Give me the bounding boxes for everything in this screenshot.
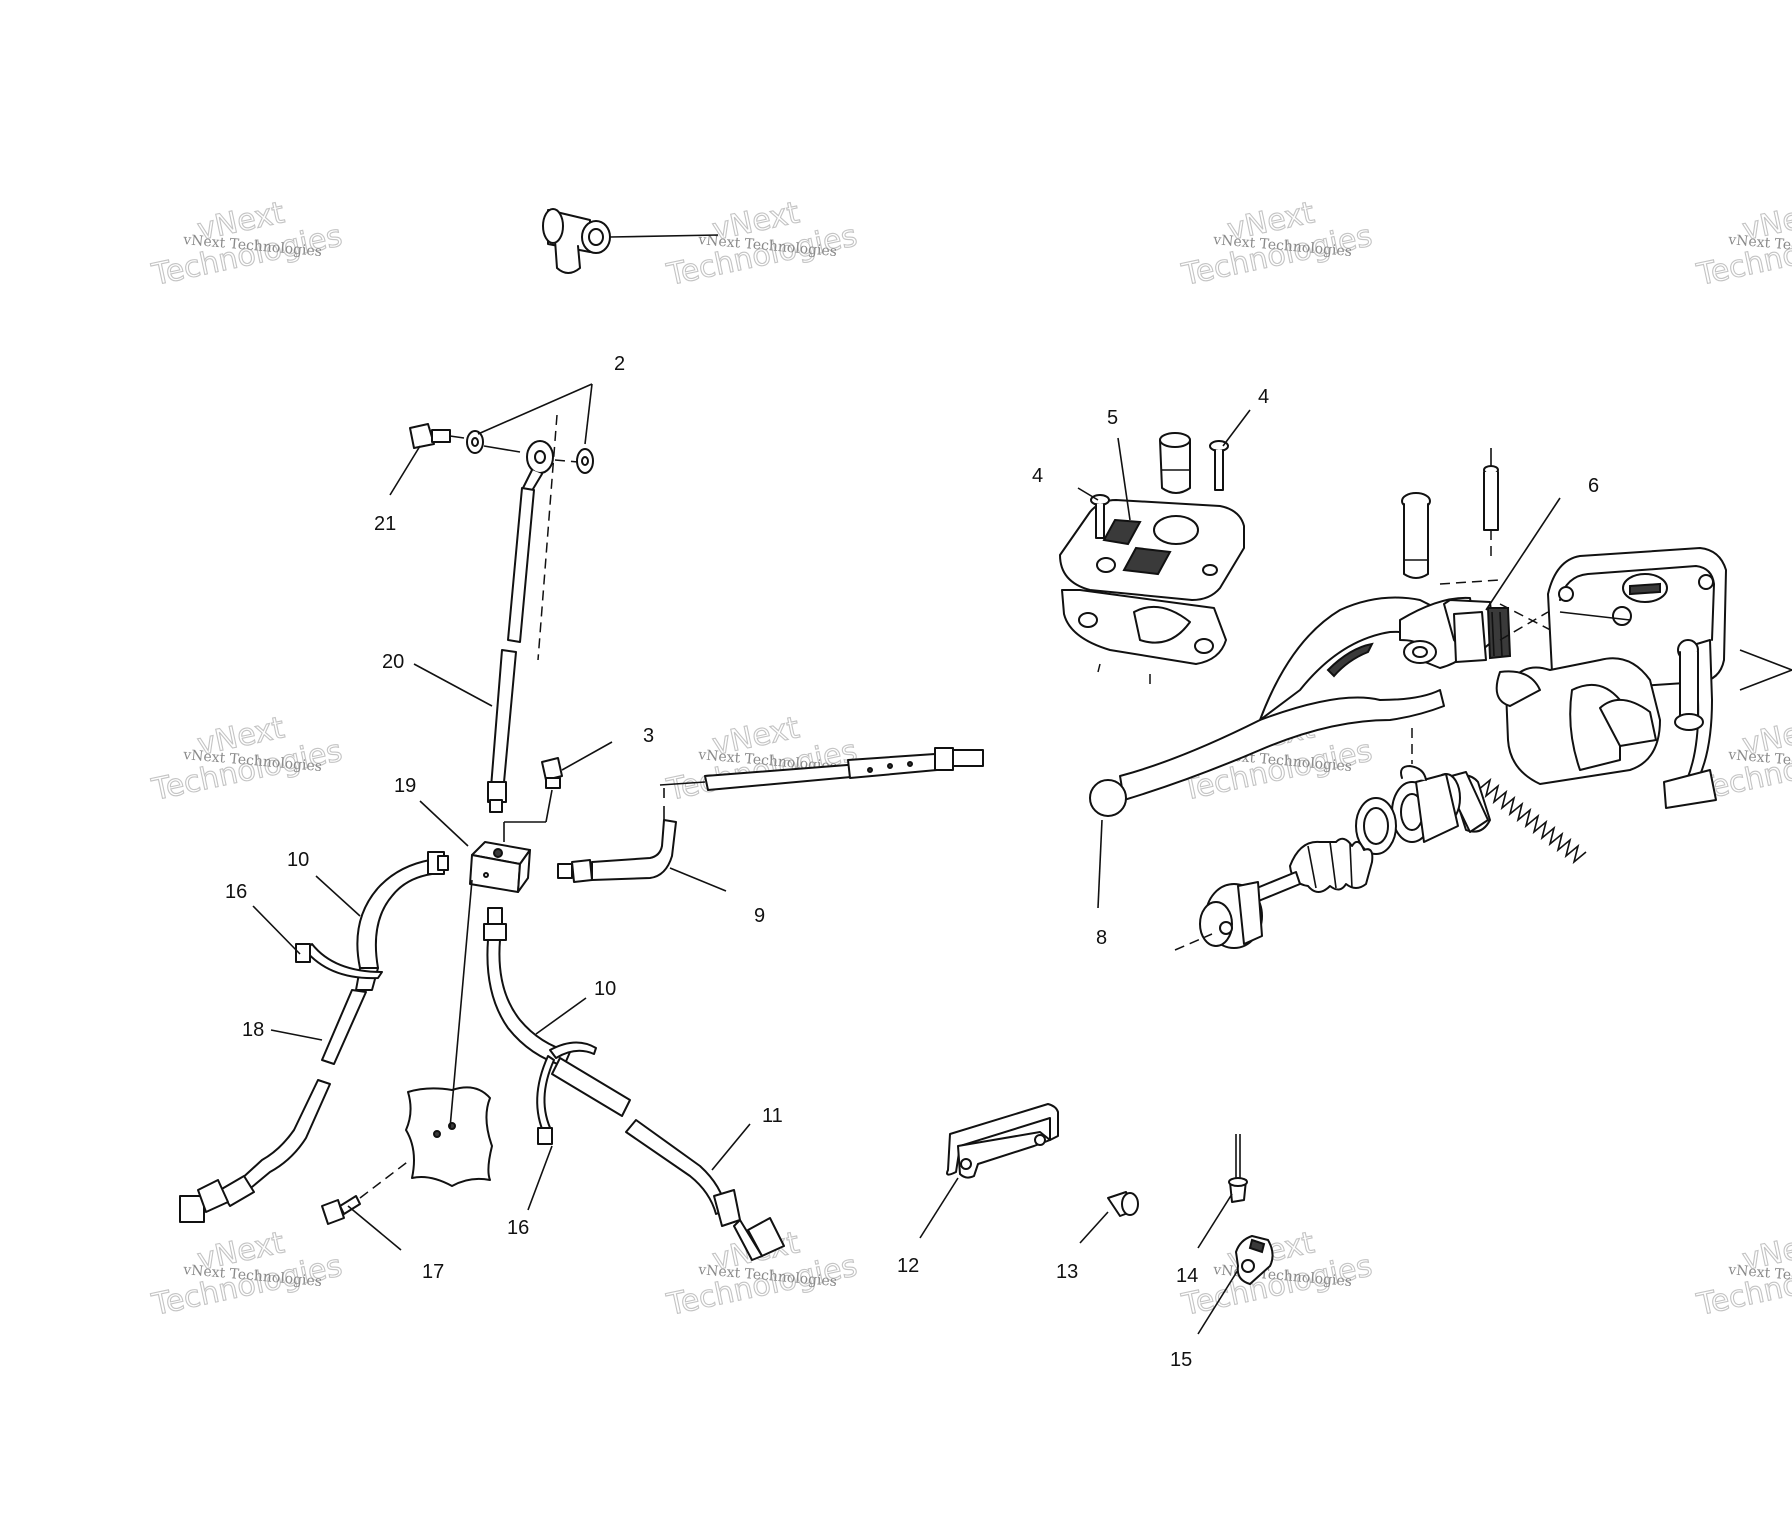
callout-11: 11 [762,1105,783,1127]
callout-18: 18 [242,1019,264,1041]
banjo-fitting [483,440,579,495]
brake-hose-right [557,788,677,883]
crush-washer-upper [466,430,484,454]
callout-21: 21 [374,513,396,535]
brake-hose-left-lower [179,989,367,1223]
master-cylinder-body [1495,547,1792,809]
brake-hose-vertical [487,487,535,813]
rivet [1228,1134,1248,1203]
callout-4-right: 4 [1258,386,1269,408]
pushrod-end [1174,881,1263,951]
cover-screw-right [1209,440,1229,491]
leader-lines [252,383,1561,1335]
mounting-bolt [321,1159,411,1225]
switch-pin [1483,448,1499,560]
watermark-bottom-right: Technologies vNext vNext Technologies [1178,1225,1376,1324]
callout-13: 13 [1056,1261,1078,1283]
pushrod-boot [1251,837,1374,903]
watermark-top-right: Technologies vNext vNext Technologies [1178,195,1376,294]
callout-10-left: 10 [287,849,309,871]
watermark-mid-left: Technologies vNext vNext Technologies [148,710,346,809]
callout-4-left: 4 [1032,465,1043,487]
callout-20: 20 [382,651,404,673]
bleeder-valve [541,757,563,789]
watermark-top-center: Technologies vNext vNext Technologies [663,195,861,294]
callout-10-center: 10 [594,978,616,1000]
brake-hose-center-upper [483,907,571,1067]
callout-16-center: 16 [507,1217,529,1239]
bracket-screw [1107,1191,1139,1217]
callout-14: 14 [1176,1265,1198,1287]
banjo-bolt [409,423,465,449]
cover-screw-left [1090,494,1110,539]
lever-pivot-pin [1401,492,1431,579]
callout-3: 3 [643,725,654,747]
callout-labels: 2 3 4 4 5 6 8 9 10 10 11 12 13 14 15 16 … [225,353,1599,1371]
callout-6: 6 [1588,475,1599,497]
mounting-plate [405,879,493,1187]
circlip [1400,728,1427,781]
brake-hose-center-lower [551,1057,785,1261]
callout-5: 5 [1107,407,1118,429]
hose-clamp-center [536,1041,597,1145]
watermark-bottom-edge: Technologies vNext vNext Technologies [1693,1225,1792,1324]
reservoir-cover [1059,499,1245,684]
watermark-top-left: Technologies vNext vNext Technologies [148,195,346,294]
callout-12: 12 [897,1255,919,1277]
watermark-top-edge: Technologies vNext vNext Technologies [1693,195,1792,294]
callout-9: 9 [754,905,765,927]
brake-line-cable [659,747,984,791]
watermark-bottom-left: Technologies vNext vNext Technologies [148,1225,346,1324]
crush-washer-lower [576,448,594,474]
cable-clip [1235,1235,1274,1285]
callout-19: 19 [394,775,416,797]
hose-clamp-left [295,943,383,980]
reservoir-plug [1159,432,1191,494]
elbow-fitting [542,208,719,274]
brake-hose-left-upper [355,851,449,991]
junction-block [469,789,553,893]
callout-8: 8 [1096,927,1107,949]
mounting-bracket [946,1103,1059,1179]
piston [1355,771,1491,855]
callout-2: 2 [614,353,625,375]
callout-15: 15 [1170,1349,1192,1371]
callout-17: 17 [422,1261,444,1283]
watermark-mid-center: Technologies vNext vNext Technologies [663,710,861,809]
spring [1477,777,1587,865]
callout-16-left: 16 [225,881,247,903]
